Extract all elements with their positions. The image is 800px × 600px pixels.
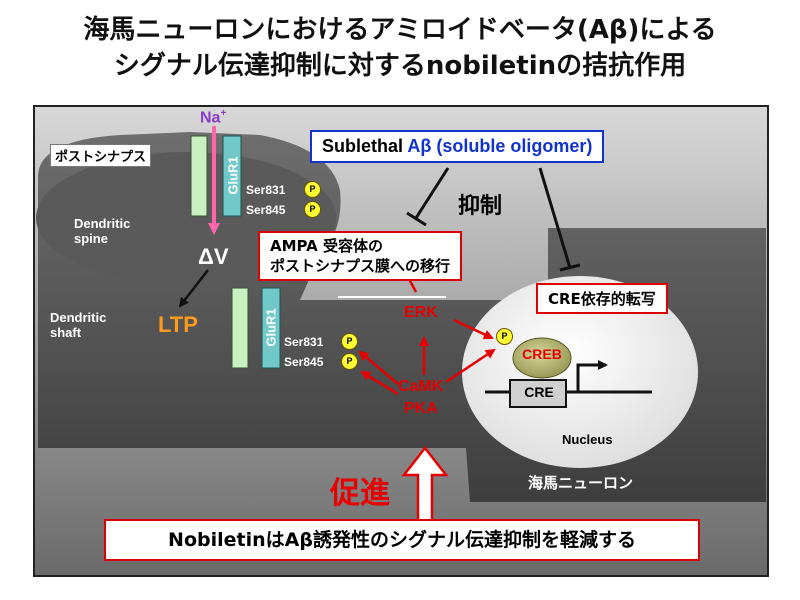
page-title-line2: シグナル伝達抑制に対するnobiletinの拮抗作用 [113, 51, 687, 81]
ampa-trafficking-box: AMPA 受容体のポストシナプス膜への移行 [258, 231, 463, 281]
inhibit-line-ampa [414, 167, 450, 219]
nucleus-label: Nucleus [562, 432, 613, 447]
ser845-lower-label: Ser845 [284, 355, 324, 369]
creb-shape [512, 337, 572, 379]
pka-label: PKA [404, 400, 438, 417]
glur1-subunit-lower [261, 287, 281, 369]
camk-label: CaMK [398, 378, 444, 395]
glur1-subunit-upper [222, 135, 242, 217]
phospho-ser831-upper: P [304, 181, 321, 198]
postsynapse-label: ポストシナプス [50, 144, 152, 167]
ser845-upper-label: Ser845 [246, 203, 286, 217]
ser831-upper-label: Ser831 [246, 183, 286, 197]
phospho-creb: P [496, 328, 513, 345]
camk-to-ser831-arrow [358, 350, 399, 385]
deltav-to-ltp-arrow [178, 269, 209, 308]
sublethal-abeta-box: Sublethal Aβ (soluble oligomer) [310, 130, 605, 163]
phospho-ser845-lower: P [341, 353, 358, 370]
nobiletin-summary-box: NobiletinはAβ誘発性のシグナル伝達抑制を軽減する [104, 519, 700, 561]
creb-label: CREB [522, 346, 562, 362]
transcription-arrow [576, 360, 608, 392]
camk-to-ser845-arrow [360, 370, 399, 396]
delta-v-label: ΔV [198, 244, 229, 269]
phospho-ser831-lower: P [341, 333, 358, 350]
cre-transcription-box: CRE依存的転写 [536, 283, 668, 314]
cre-label: CRE [524, 384, 554, 400]
phospho-ser845-upper: P [304, 201, 321, 218]
erk-label: ERK [404, 304, 438, 321]
inhibit-bar-cre [559, 263, 581, 272]
channel-subunit-left-lower [231, 287, 249, 369]
inhibition-label: 抑制 [458, 194, 503, 219]
hippocampal-neuron-label: 海馬ニューロン [528, 474, 634, 492]
glur1-label-lower: GluR1 [263, 308, 279, 347]
camk-to-creb-arrow [445, 348, 496, 384]
cre-element [509, 379, 567, 408]
inhibit-bar-ampa [406, 211, 427, 227]
erk-to-creb-arrow [453, 318, 494, 340]
promotion-label: 促進 [330, 476, 390, 511]
page-title-line1: 海馬ニューロンにおけるアミロイドベータ(Aβ)による [83, 15, 717, 45]
nucleus-shape [462, 276, 698, 468]
sodium-label: Na+ [200, 108, 227, 127]
glur1-label-upper: GluR1 [225, 156, 241, 195]
ltp-label: LTP [158, 312, 198, 337]
inhibit-line-cre [538, 167, 572, 269]
channel-subunit-left-upper [190, 135, 208, 217]
ser831-lower-label: Ser831 [284, 335, 324, 349]
